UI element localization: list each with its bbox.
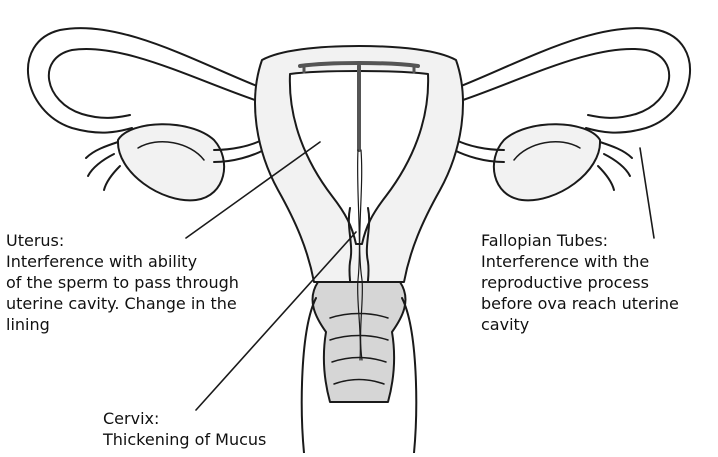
cervix [313,282,406,402]
left-ovary [118,124,224,200]
left-fallopian-tube-inner [49,49,255,118]
uterus-label: Uterus: Interference with ability of the… [6,230,306,335]
fallopian-tubes-label: Fallopian Tubes: Interference with the r… [481,230,717,335]
fallopian-leader-line [640,148,654,238]
right-fallopian-tube-inner [463,49,669,118]
left-fallopian-tube [28,28,262,133]
right-fallopian-tube [456,28,690,133]
cervix-label: Cervix: Thickening of Mucus [103,408,333,450]
right-ovary [494,124,600,200]
